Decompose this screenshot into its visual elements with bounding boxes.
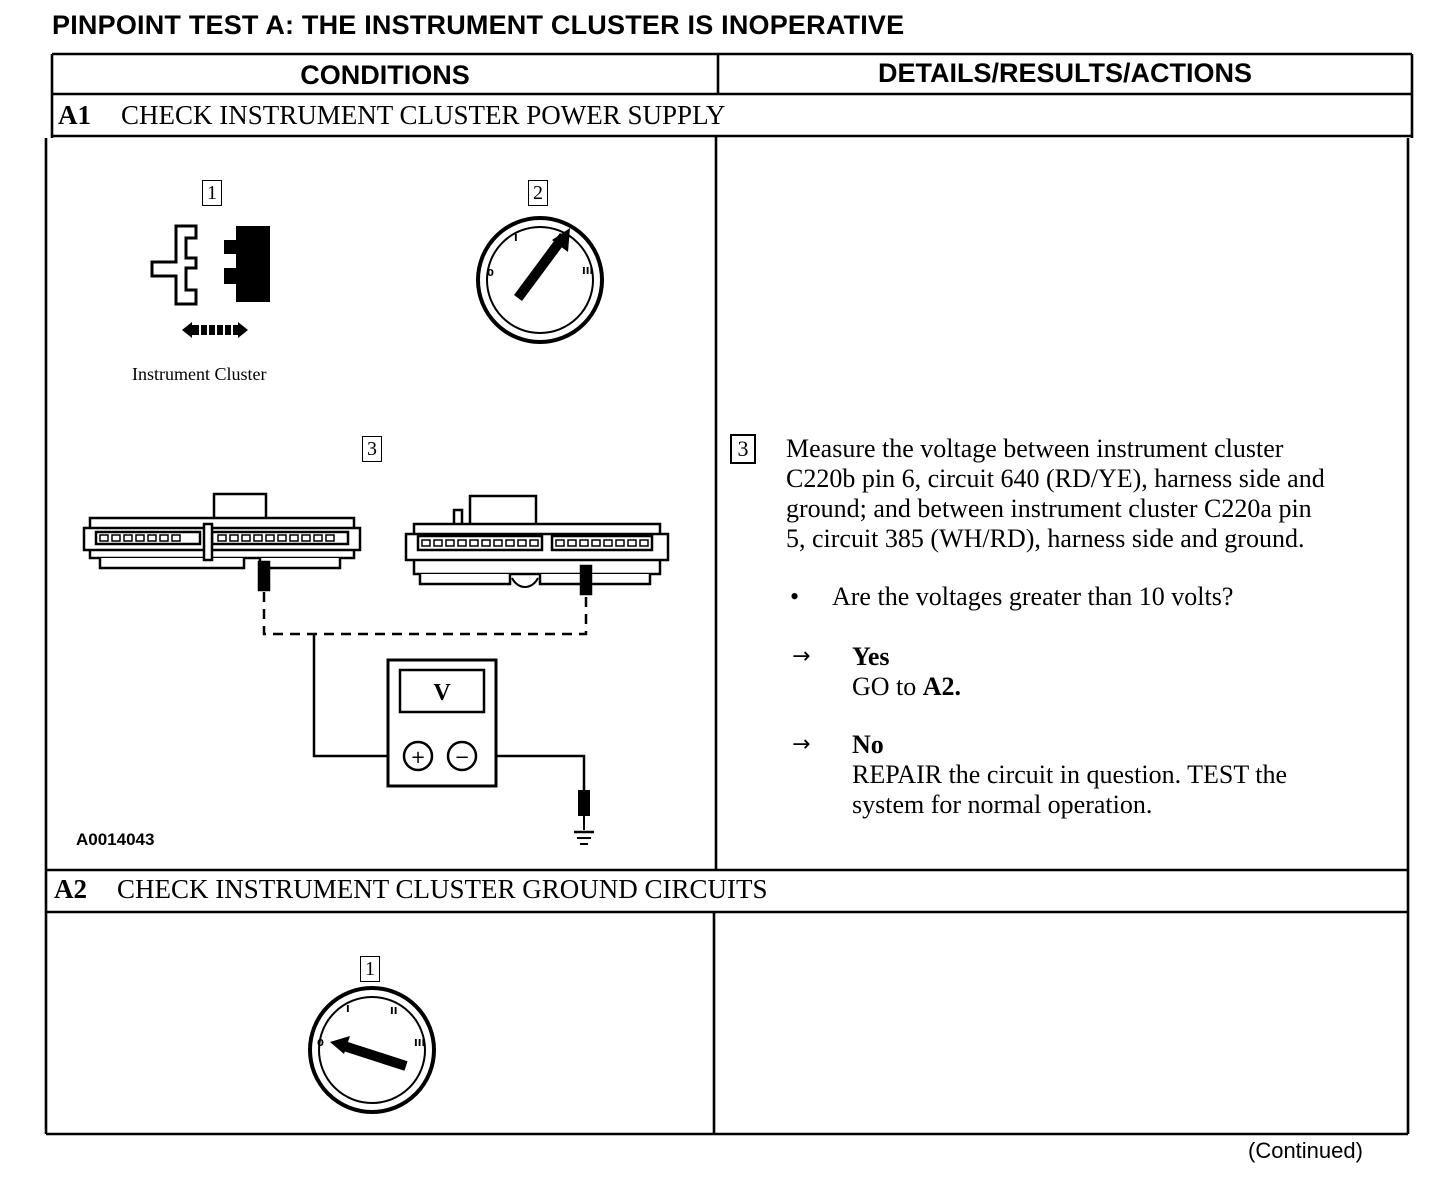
svg-text:0: 0 bbox=[487, 268, 494, 279]
step-a2-id: A2 bbox=[54, 874, 87, 904]
voltmeter-icon: V + − bbox=[386, 658, 498, 788]
svg-text:0: 0 bbox=[317, 1038, 324, 1049]
a1-callout-2: 2 bbox=[528, 180, 548, 206]
ignition-switch-off-icon: 0 I II III bbox=[308, 986, 436, 1114]
instruction-line-3: ground; and between instrument cluster C… bbox=[786, 494, 1312, 523]
ignition-switch-on-icon: 0 I II III bbox=[476, 216, 604, 344]
step-a1-id: A1 bbox=[58, 100, 91, 130]
instruction-line-4: 5, circuit 385 (WH/RD), harness side and… bbox=[786, 524, 1305, 553]
page-title: PINPOINT TEST A: THE INSTRUMENT CLUSTER … bbox=[52, 10, 905, 40]
no-action-line-2: system for normal operation. bbox=[852, 790, 1153, 819]
figure-code: A0014043 bbox=[76, 830, 155, 849]
question-text: Are the voltages greater than 10 volts? bbox=[832, 582, 1234, 611]
yes-arrow-icon: → bbox=[792, 644, 811, 669]
instruction-line-2: C220b pin 6, circuit 640 (RD/YE), harnes… bbox=[786, 464, 1325, 493]
svg-text:+: + bbox=[410, 747, 425, 768]
header-conditions: CONDITIONS bbox=[300, 60, 470, 90]
step-a1-header: A1 CHECK INSTRUMENT CLUSTER POWER SUPPLY bbox=[58, 100, 725, 131]
yes-action-target: A2. bbox=[922, 672, 962, 701]
a1-callout-1: 1 bbox=[202, 180, 222, 206]
connector-disconnect-icon bbox=[150, 224, 270, 338]
connector-c220a bbox=[404, 494, 670, 596]
step-a2-header: A2 CHECK INSTRUMENT CLUSTER GROUND CIRCUI… bbox=[54, 874, 768, 905]
yes-label: Yes bbox=[852, 642, 890, 671]
no-label: No bbox=[852, 730, 884, 759]
connector-c220b bbox=[82, 492, 362, 592]
svg-text:III: III bbox=[414, 1038, 425, 1049]
svg-text:II: II bbox=[390, 1006, 397, 1017]
no-action-line-1: REPAIR the circuit in question. TEST the bbox=[852, 760, 1288, 789]
step-a1-title: CHECK INSTRUMENT CLUSTER POWER SUPPLY bbox=[121, 100, 726, 130]
connector-label: Instrument Cluster bbox=[132, 364, 267, 384]
yes-action: GO to A2. bbox=[852, 672, 962, 701]
bullet-icon: • bbox=[790, 582, 800, 611]
ground-symbol-icon bbox=[574, 790, 594, 845]
instruction-line-1: Measure the voltage between instrument c… bbox=[786, 434, 1284, 463]
svg-text:−: − bbox=[454, 747, 469, 768]
svg-text:I: I bbox=[346, 1004, 350, 1015]
svg-text:I: I bbox=[514, 233, 518, 244]
svg-text:II: II bbox=[559, 234, 566, 245]
no-arrow-icon: → bbox=[792, 732, 811, 757]
svg-text:III: III bbox=[582, 266, 593, 277]
a1-callout-3: 3 bbox=[362, 436, 382, 462]
continued-label: (Continued) bbox=[1248, 1138, 1363, 1163]
instruction-callout: 3 bbox=[730, 434, 756, 464]
header-details: DETAILS/RESULTS/ACTIONS bbox=[877, 58, 1252, 88]
step-a2-title: CHECK INSTRUMENT CLUSTER GROUND CIRCUITS bbox=[117, 874, 768, 904]
svg-text:V: V bbox=[433, 680, 451, 706]
a2-callout-1: 1 bbox=[360, 956, 380, 982]
